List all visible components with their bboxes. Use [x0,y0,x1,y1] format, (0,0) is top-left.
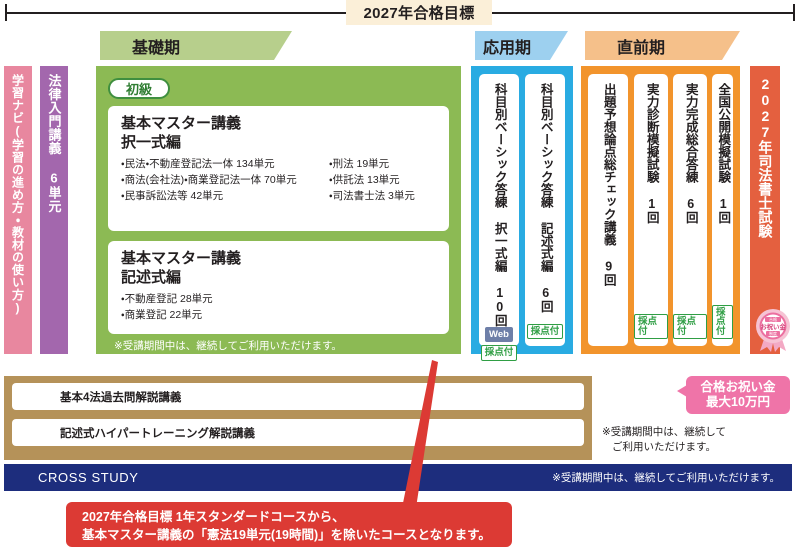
course-card-kijutsu-title-line1: 基本マスター講義 [121,250,242,267]
panel-chokuzen: 出題予想論点総チェック講義 9回 実力診断模擬試験 1回 採点付 実力完成総合答… [581,66,740,354]
course-card-zenkoku-koukai: 全国公開模擬試験 1回 採点付 [712,74,733,346]
ribbon-shape-oyo [475,31,568,60]
course-card-basic-kijutsu: 科目別ベーシック答練 記述式編 6回 採点付 [525,74,565,346]
cross-study-bar: CROSS STUDY ※受講期間中は、継続してご利用いただけます。 [4,464,792,491]
oiwaikin-bubble-line1: 合格お祝い金 [700,379,776,394]
tag-web: Web [485,326,513,342]
course-card-basic-takuitsu: 科目別ベーシック答練 択一式編 10回 Web 採点付 [479,74,519,361]
course-card-yoso-ronten: 出題予想論点総チェック講義 9回 [588,74,628,346]
cross-study-bar-note: ※受講期間中は、継続してご利用いただけます。 [552,472,780,484]
panel-exam-date: 2027年司法書士試験 [750,66,780,354]
course-card-jitsuryoku-kansei: 実力完成総合答練 6回 採点付 [673,74,707,346]
course-card-takuitsu-title-line2: 択一式編 [121,133,182,151]
list-item: 商法(会社法)・商業登記法一体 70単元 [121,173,329,189]
course-card-shinryoku-shindan-tags: 採点付 [634,314,668,339]
course-card-basic-kijutsu-tags: 採点付 [526,323,564,339]
course-card-takuitsu-title-line1: 基本マスター講義 [121,115,242,132]
sidebar-bar-learning-navi: 学習ナビ(学習の進め方・教材の使い方) [4,66,32,354]
phase-header-kiso: 基礎期 [100,31,292,60]
panel-kiso: 初級 基本マスター講義 択一式編 民法・不動産登記法一体 134単元 商法(会社… [96,66,461,354]
cross-study-bar-label: CROSS STUDY [38,470,139,485]
tag-saiten: 採点付 [526,323,564,339]
banner-right-cap [793,4,795,21]
cross-study-side-note-line2: ご利用いただけます。 [612,440,716,453]
course-card-jitsuryoku-kansei-title: 実力完成総合答練 6回 [683,83,698,224]
phase-label-chokuzen: 直前期 [617,39,666,57]
sidebar-bar-law-intro-label: 法律入門講義 6単元 [46,74,62,213]
course-card-shinryoku-shindan: 実力診断模擬試験 1回 採点付 [634,74,668,346]
course-card-zenkoku-koukai-tags: 採点付 [712,304,733,339]
level-badge-shokyu: 初級 [108,78,170,99]
callout-note-line2: 基本マスター講義の「憲法19単元(19時間)」を除いたコースとなります。 [82,528,491,543]
list-item: 民事訴訟法等 42単元 [121,189,329,205]
panel-oyo: 科目別ベーシック答練 択一式編 10回 Web 採点付 科目別ベーシック答練 記… [471,66,573,361]
tag-saiten: 採点付 [480,345,518,361]
rosette-top-text: 合格 [769,316,777,322]
cross-study-row-1: 基本4法過去問解説講義 [12,383,584,410]
rosette-mid-text: お祝い金 [760,322,786,331]
oiwaikin-callout-bubble: 合格お祝い金 最大10万円 [677,376,790,414]
page-title: 2027年合格目標 [346,0,492,25]
course-card-zenkoku-koukai-title: 全国公開模擬試験 1回 [716,83,731,224]
tag-saiten: 採点付 [673,314,707,339]
cross-study-side-note: ※受講期間中は、継続して ご利用いただけます。 [602,425,792,455]
oiwaikin-rosette-icon: 合格 お祝い金 制度 [756,309,790,352]
sidebar-bar-learning-navi-label: 学習ナビ(学習の進め方・教材の使い方) [10,74,25,316]
cross-study-row-2: 記述式ハイパートレーニング解説講義 [12,419,584,446]
banner-right-rule [492,12,795,14]
rosette-bottom-text: 制度 [769,330,777,336]
list-item: 民法・不動産登記法一体 134単元 [121,157,329,173]
list-item: 供託法 13単元 [329,173,415,189]
panel-cross-study-box: 基本4法過去問解説講義 記述式ハイパートレーニング解説講義 [4,376,592,460]
ribbon-shape-chokuzen [585,31,740,60]
course-card-kijutsu: 基本マスター講義 記述式編 不動産登記 28単元 商業登記 22単元 [108,241,449,334]
course-card-takuitsu-items-right: 刑法 19単元 供託法 13単元 司法書士法 3単元 [329,157,415,205]
phase-header-oyo: 応用期 [475,31,568,60]
course-card-takuitsu: 基本マスター講義 択一式編 民法・不動産登記法一体 134単元 商法(会社法)・… [108,106,449,231]
course-card-takuitsu-items-left: 民法・不動産登記法一体 134単元 商法(会社法)・商業登記法一体 70単元 民… [121,157,329,205]
tag-saiten: 採点付 [712,304,733,339]
phase-label-oyo: 応用期 [483,39,532,57]
course-card-basic-takuitsu-tags: Web 採点付 [480,326,518,361]
course-card-jitsuryoku-kansei-tags: 採点付 [673,314,707,339]
callout-note-box: 2027年合格目標 1年スタンダードコースから、 基本マスター講義の「憲法19単… [66,502,512,547]
list-item: 商業登記 22単元 [121,308,329,324]
top-banner: 2027年合格目標 [0,0,800,26]
cross-study-side-note-line1: ※受講期間中は、継続して [602,426,726,438]
phase-label-kiso: 基礎期 [132,39,181,57]
course-card-kijutsu-items-left: 不動産登記 28単元 商業登記 22単元 [121,292,329,324]
course-card-basic-kijutsu-title: 科目別ベーシック答練 記述式編 6回 [538,83,553,313]
callout-note-line1: 2027年合格目標 1年スタンダードコースから、 [82,510,345,524]
ribbon-shape-kiso [100,31,292,60]
oiwaikin-bubble-line2: 最大10万円 [706,395,770,409]
sidebar-bar-law-intro: 法律入門講義 6単元 [40,66,68,354]
banner-left-rule [5,12,346,14]
course-card-basic-takuitsu-title: 科目別ベーシック答練 択一式編 10回 [492,83,507,327]
course-card-yoso-ronten-title: 出題予想論点総チェック講義 9回 [601,83,616,286]
list-item: 司法書士法 3単元 [329,189,415,205]
tag-saiten: 採点付 [634,314,668,339]
kiso-panel-note: ※受講期間中は、継続してご利用いただけます。 [114,340,342,352]
list-item: 刑法 19単元 [329,157,415,173]
exam-column-label: 2027年司法書士試験 [757,76,774,238]
phase-header-chokuzen: 直前期 [585,31,740,60]
list-item: 不動産登記 28単元 [121,292,329,308]
course-card-shinryoku-shindan-title: 実力診断模擬試験 1回 [644,83,659,224]
course-card-kijutsu-title-line2: 記述式編 [121,268,182,286]
